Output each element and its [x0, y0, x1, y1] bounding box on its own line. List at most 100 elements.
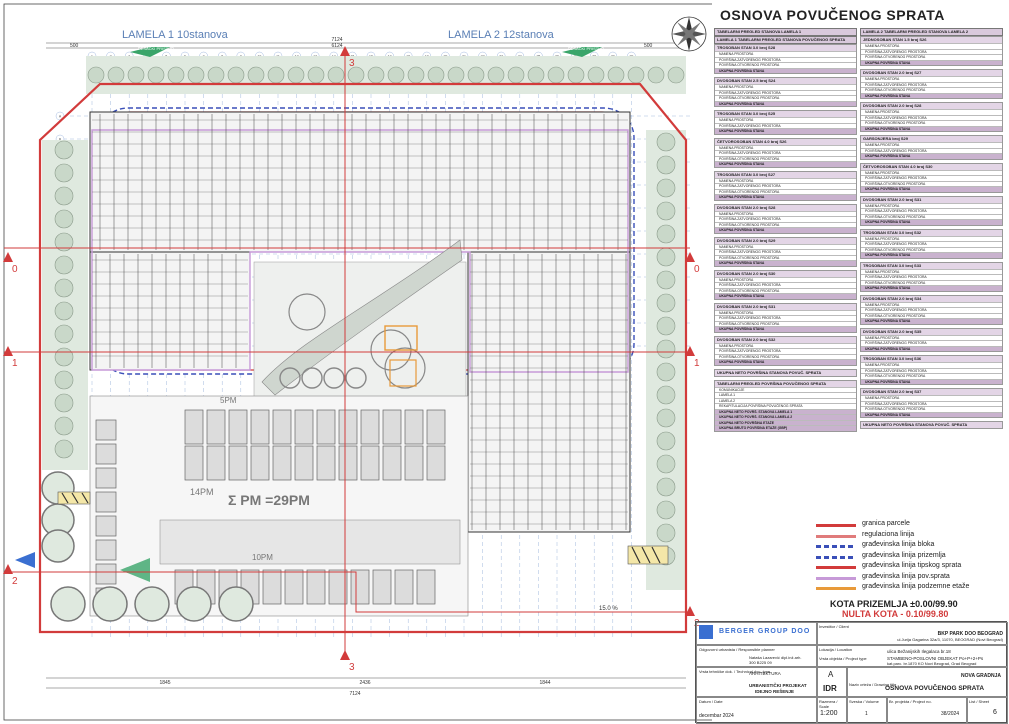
parking-space	[250, 409, 270, 445]
table-row: NAMENA PROSTORA	[715, 276, 856, 283]
table-row: POVRŠINA ZATVORENOG PROSTORA	[715, 122, 856, 129]
table-row: NAMENA PROSTORA	[861, 76, 1002, 82]
site-plan: 7124 6124 500 500 LAMELA 1 10stanova LAM…	[3, 3, 712, 721]
author-name: Nataša Lazarević dipl.inž.arh.	[749, 655, 802, 660]
parking-space	[294, 409, 314, 445]
table-row: NAMENA PROSTORA	[861, 109, 1002, 115]
table-row: UKUPNA POVRŠINA STANA	[861, 411, 1002, 417]
investor-name: BKP PARK DOO BEOGRAD	[937, 631, 1003, 637]
tree-icon	[427, 66, 445, 84]
bench-ring-icon	[301, 367, 323, 389]
object-value: STAMBENO-POSLOVNI OBJEKAT Po+P+2+Ps	[887, 656, 984, 661]
table-row: POVRŠINA ZATVORENOG PROSTORA	[715, 249, 856, 255]
table-row: POVRŠINA ZATVORENOG PROSTORA	[715, 216, 856, 222]
courtyard-path	[261, 239, 463, 396]
date-value: decembar 2024	[699, 713, 734, 719]
table-name: JEDNOSOBAN STAN 1.5 broj S26	[861, 37, 1002, 43]
parking-space	[350, 569, 370, 605]
apartment-tables: TABELARNI PREGLED STANOVA LAMELA 1 LAMEL…	[712, 28, 1004, 518]
tree-icon	[656, 270, 676, 290]
section-marker-icon	[340, 650, 350, 660]
tree-icon	[387, 66, 405, 84]
north-arrow-icon	[671, 16, 707, 52]
table-header-right: LAMELA 2 TABELARNI PREGLED STANOVA LAMEL…	[860, 28, 1003, 36]
tree-icon	[656, 201, 676, 221]
tree-icon	[656, 385, 676, 405]
parking-space	[184, 445, 204, 481]
tree-icon	[87, 66, 105, 84]
tree-icon	[267, 66, 285, 84]
tree-icon	[227, 66, 245, 84]
legend-swatch	[816, 524, 856, 527]
table-row: UKUPNA POVRŠINA STANA	[861, 345, 1002, 351]
table-row: POVRŠINA OTVORENOG PROSTORA	[861, 246, 1002, 253]
table-row: UKUPNA POVRŠINA STANA	[861, 153, 1002, 159]
table-name: TROSOBAN STAN 3.0 broj S25	[715, 111, 856, 117]
tree-icon	[54, 301, 74, 321]
parking-space	[184, 409, 204, 445]
table-row: POVRŠINA ZATVORENOG PROSTORA	[861, 208, 1002, 214]
bottom-tree-row	[50, 586, 254, 622]
table-row: KOMUNIKACIJE	[715, 386, 856, 393]
parking-space	[360, 409, 380, 445]
date-label: Datum / Date	[699, 699, 723, 704]
project-no-label: Br. projekta / Project no.	[889, 699, 932, 704]
table-row: NAMENA PROSTORA	[861, 334, 1002, 341]
section-marker-label: 0	[12, 264, 18, 275]
tree-icon	[92, 586, 128, 622]
tree-icon	[667, 66, 685, 84]
parking-lane	[159, 519, 461, 565]
tree-icon	[656, 316, 676, 336]
investor-label: Investitor / Client	[819, 624, 849, 629]
table-row: POVRŠINA OTVORENOG PROSTORA	[715, 353, 856, 360]
table-subheader-left: LAMELA 1 TABELARNI PREGLED STANOVA POVUČ…	[714, 36, 857, 44]
tree-icon	[656, 408, 676, 428]
legend-swatch	[816, 545, 856, 548]
tree-icon	[134, 586, 170, 622]
section-marker-label: 1	[694, 358, 700, 369]
legend-label: građevinska linija tipskog sprata	[862, 562, 962, 569]
table-name: TROSOBAN STAN 3.0 broj S36	[861, 356, 1002, 362]
pedestrian-access-2-arrow	[562, 47, 602, 57]
tree-icon	[176, 586, 212, 622]
tree-icon	[656, 224, 676, 244]
dim-top-left: 500	[70, 43, 79, 49]
location-label: Lokacija / Location	[819, 647, 853, 652]
tree-icon	[54, 370, 74, 390]
parking-space	[95, 491, 117, 513]
legend-swatch	[816, 566, 856, 569]
tree-icon	[307, 66, 325, 84]
parking-space	[338, 409, 358, 445]
tree-icon	[54, 439, 74, 459]
drawing-title: OSNOVA POVUČENOG SPRATA	[720, 7, 945, 23]
table-row: UKUPNA POVRŠINA STANA	[715, 161, 856, 167]
parking-space	[426, 445, 446, 481]
legend-label: građevinska linija prizemlja	[862, 551, 946, 559]
sheet-frame	[3, 3, 712, 721]
slope-label: 15.0 %	[599, 606, 618, 612]
tree-icon	[656, 477, 676, 497]
table-row: NAMENA PROSTORA	[715, 117, 856, 123]
pm14-label: 14PM	[190, 487, 214, 497]
table-name: DVOSOBAN STAN 2.0 broj S37	[861, 389, 1002, 395]
tree-icon	[54, 232, 74, 252]
tree-icon	[367, 66, 385, 84]
responsible-cell: Odgovorni urbanista / Responsible planne…	[696, 644, 818, 668]
tree-icon	[147, 66, 165, 84]
section-marker-icon	[685, 346, 695, 356]
table-row: UKUPNA POVRŠINA STANA	[861, 285, 1002, 291]
table-name: UKUPNA NETO POVRŠINA STANOVA POVUČ. SPRA…	[715, 369, 856, 376]
parking-space	[228, 445, 248, 481]
legend-swatch	[816, 555, 856, 559]
tree-icon	[656, 500, 676, 520]
section-marker-icon	[685, 252, 695, 262]
table-row: POVRŠINA OTVORENOG PROSTORA	[715, 254, 856, 261]
table-row: REKAPITULACIJA POVRŠINA POVUČENOG SPRATA	[715, 403, 856, 409]
building-upper-wing	[89, 111, 631, 253]
playground-area	[384, 325, 418, 351]
legend-item: građevinska linija podzemne etaže	[816, 583, 969, 594]
entrance-arrow	[15, 552, 35, 568]
table-name: UKUPNA NETO POVRŠINA STANOVA POVUČ. SPRA…	[861, 422, 1002, 428]
